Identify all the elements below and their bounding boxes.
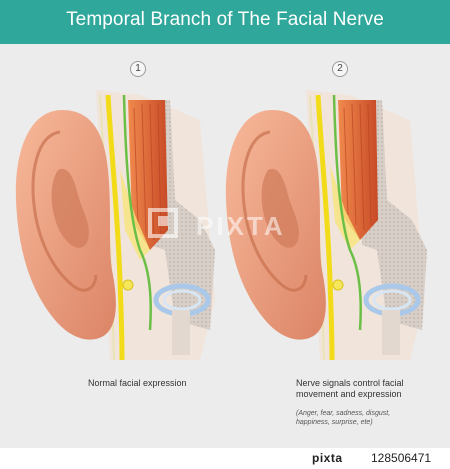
panel-2-note-line2: happiness, surprise, ete) [296,419,373,426]
panel-1-illustration [15,90,215,361]
title-bar: Temporal Branch of The Facial Nerve [0,0,450,44]
skull-bone [362,100,427,330]
panel-2-illustration [225,90,427,361]
footer-brand: pixta [312,451,343,465]
panel-1-caption: Normal facial expression [88,378,187,388]
nerve-green [122,94,152,331]
panel-2-caption-line2: movement and expression [296,389,402,399]
watermark-text: PIXTA [196,211,286,241]
panel-2-caption-line1: Nerve signals control facial [296,378,404,388]
nerve-green [332,94,362,331]
panel-2-number: 2 [332,61,348,77]
watermark-logo-icon [148,208,178,238]
nerve-yellow [105,94,125,361]
panel-1-number: 1 [130,61,146,77]
footer-bar: pixta 128506471 [0,448,450,469]
panel-2-note-line1: (Anger, fear, sadness, disgust, [296,410,391,417]
footer-image-id: 128506471 [371,451,432,465]
diagram-title: Temporal Branch of The Facial Nerve [66,9,384,30]
nerve-yellow [315,94,335,361]
